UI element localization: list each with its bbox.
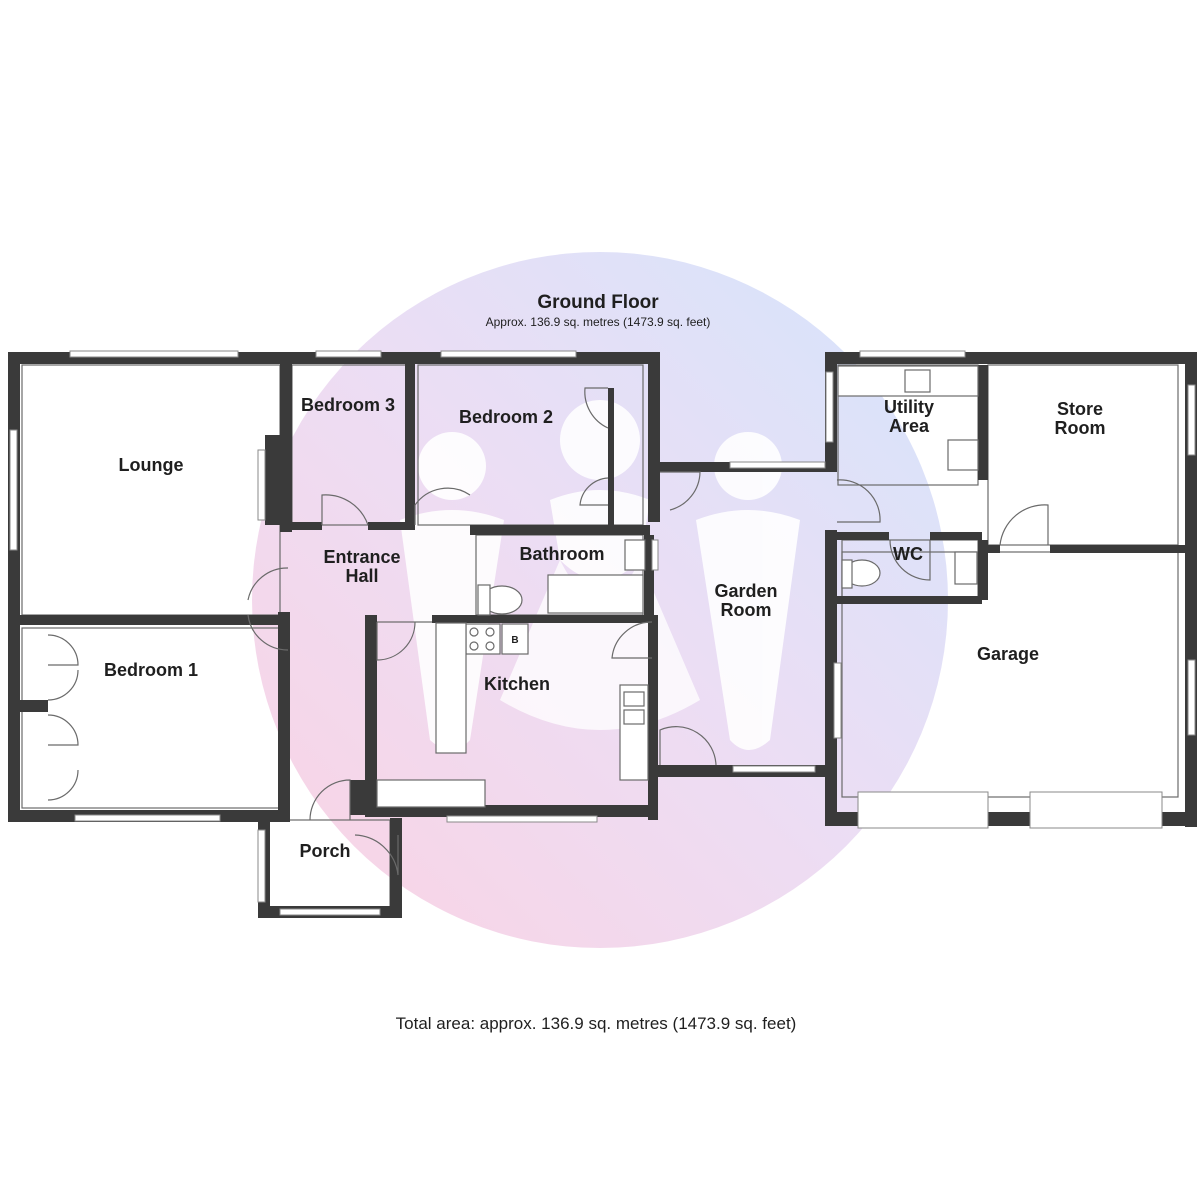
room-label-utility-1: Utility — [884, 397, 934, 417]
total-area: Total area: approx. 136.9 sq. metres (14… — [396, 1014, 797, 1033]
floor-title: Ground Floor — [537, 292, 659, 313]
room-label-bedroom-2: Bedroom 2 — [459, 407, 553, 427]
room-labels: Lounge Bedroom 3 Bedroom 2 Entrance Hall… — [104, 395, 1106, 861]
doors — [47, 387, 1049, 876]
room-label-entrance-1: Entrance — [323, 547, 400, 567]
room-label-store-2: Room — [1055, 418, 1106, 438]
room-label-bathroom: Bathroom — [520, 544, 605, 564]
boiler-label: B — [511, 635, 518, 646]
room-label-kitchen: Kitchen — [484, 674, 550, 694]
room-label-bedroom-3: Bedroom 3 — [301, 395, 395, 415]
room-label-garden-1: Garden — [714, 581, 777, 601]
room-label-store-1: Store — [1057, 399, 1103, 419]
room-label-utility-2: Area — [889, 416, 930, 436]
floor-area: Approx. 136.9 sq. metres (1473.9 sq. fee… — [486, 315, 711, 329]
room-label-wc: WC — [893, 544, 923, 564]
room-label-garage: Garage — [977, 644, 1039, 664]
room-label-entrance-2: Hall — [345, 566, 378, 586]
room-label-lounge: Lounge — [119, 455, 184, 475]
windows — [9, 350, 1196, 916]
room-label-porch: Porch — [299, 841, 350, 861]
room-label-bedroom-1: Bedroom 1 — [104, 660, 198, 680]
room-label-garden-2: Room — [721, 600, 772, 620]
fixtures: B — [376, 365, 979, 808]
